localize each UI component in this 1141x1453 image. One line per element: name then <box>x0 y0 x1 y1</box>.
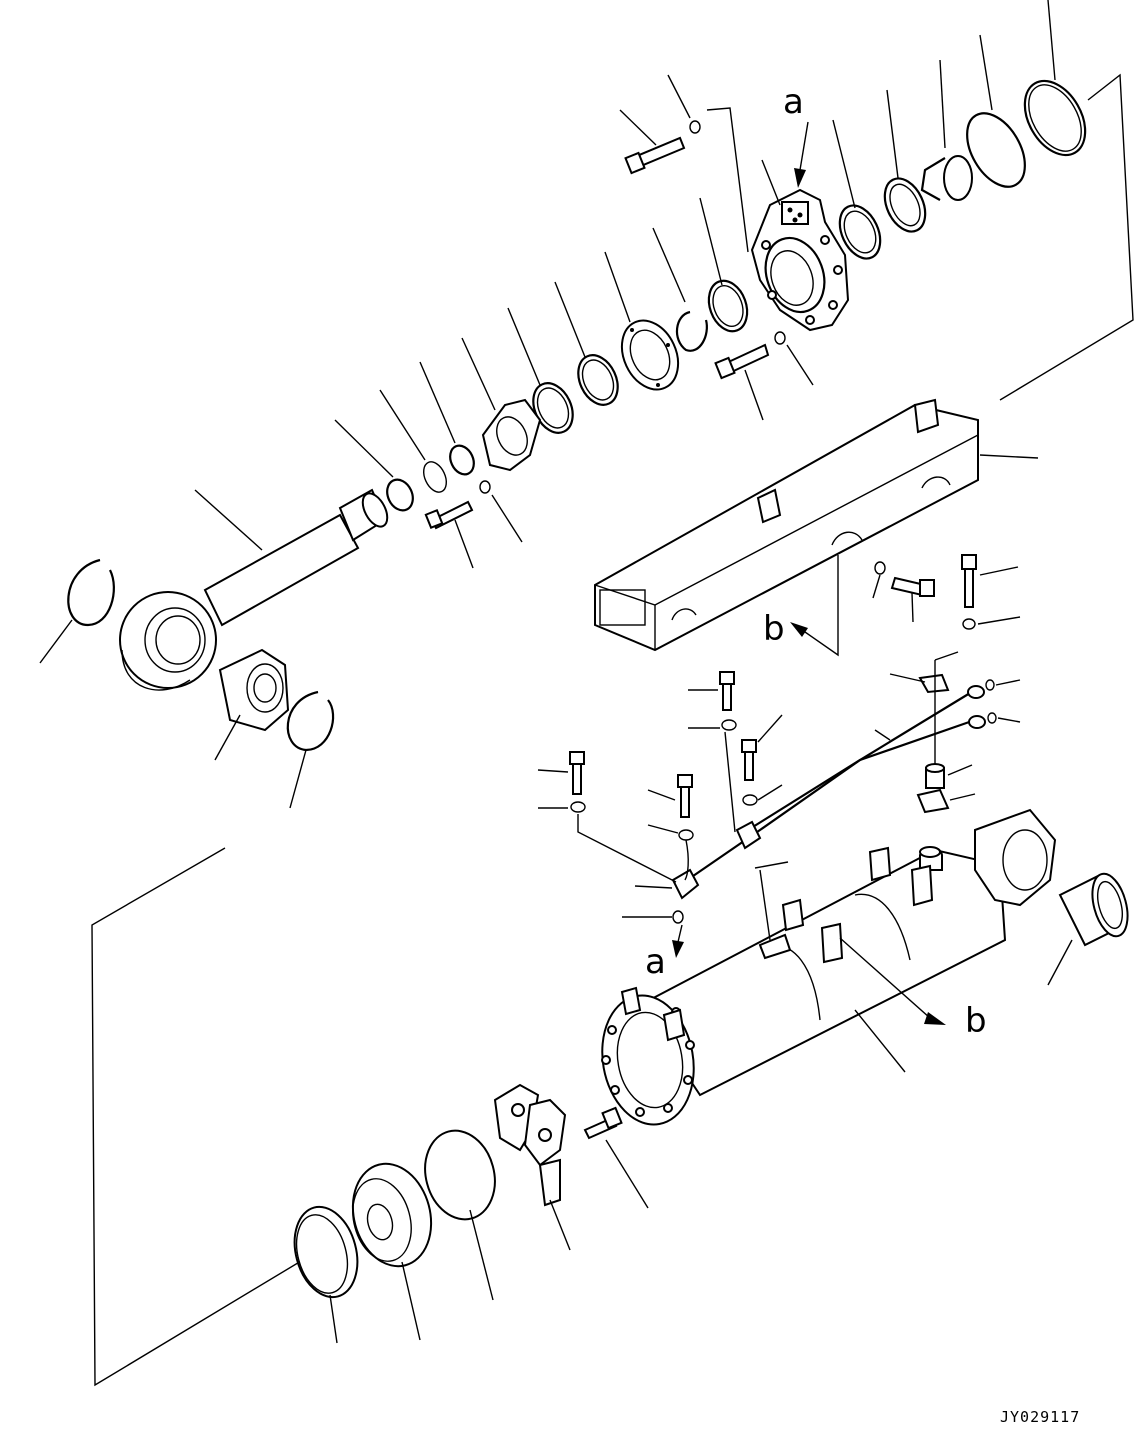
callout-b-upper-group: b <box>763 555 839 657</box>
piston <box>351 1162 433 1268</box>
rod-head-assembly: a <box>334 34 1087 569</box>
backup-ring-large <box>966 112 1026 188</box>
pipe-spacer <box>925 763 945 789</box>
piston-parts <box>293 1083 649 1344</box>
piping-assembly <box>671 651 1021 900</box>
pipe-bolt-4 <box>569 751 585 795</box>
head-bolt-lower <box>714 343 770 380</box>
piston-rod <box>119 488 389 691</box>
callout-a-top: a <box>783 82 804 122</box>
u-packing <box>577 354 619 406</box>
split-flange <box>493 1083 567 1207</box>
callout-b-lower: b <box>965 1001 987 1041</box>
end-bushing <box>1047 872 1129 986</box>
snap-ring <box>676 310 708 352</box>
buffer-ring <box>838 204 882 260</box>
head-bolt-top <box>624 136 686 175</box>
flange-bolt <box>583 1106 623 1140</box>
pipe-bolt-3 <box>677 774 693 818</box>
bushing-top <box>920 155 973 201</box>
cover-bolt-b <box>961 554 977 608</box>
seal-ring <box>883 177 927 233</box>
wiper-ring <box>707 279 749 333</box>
spherical-bearing <box>214 648 290 761</box>
cylinder-head <box>750 188 850 332</box>
o-ring-large <box>1023 79 1087 157</box>
plate-bolt <box>424 500 474 530</box>
snap-rings-rod-end <box>39 558 335 809</box>
pipe-bolts: a <box>537 671 783 982</box>
pipe-bolt-1 <box>719 671 735 711</box>
cylinder-tube: b <box>601 808 1057 1126</box>
cover-bolt-a <box>890 576 935 597</box>
callout-a-bottom: a <box>645 942 666 982</box>
group-bracket-lines <box>91 0 1134 1387</box>
dust-plate <box>481 398 542 472</box>
cover-fasteners <box>872 554 1021 630</box>
callout-b-upper: b <box>763 609 785 649</box>
drawing-code: JY029117 <box>1000 1408 1080 1426</box>
pipe-bolt-2 <box>741 739 757 781</box>
piston-ring <box>293 1205 359 1299</box>
tube-cover <box>594 398 1039 652</box>
retainer-plate <box>620 319 680 391</box>
